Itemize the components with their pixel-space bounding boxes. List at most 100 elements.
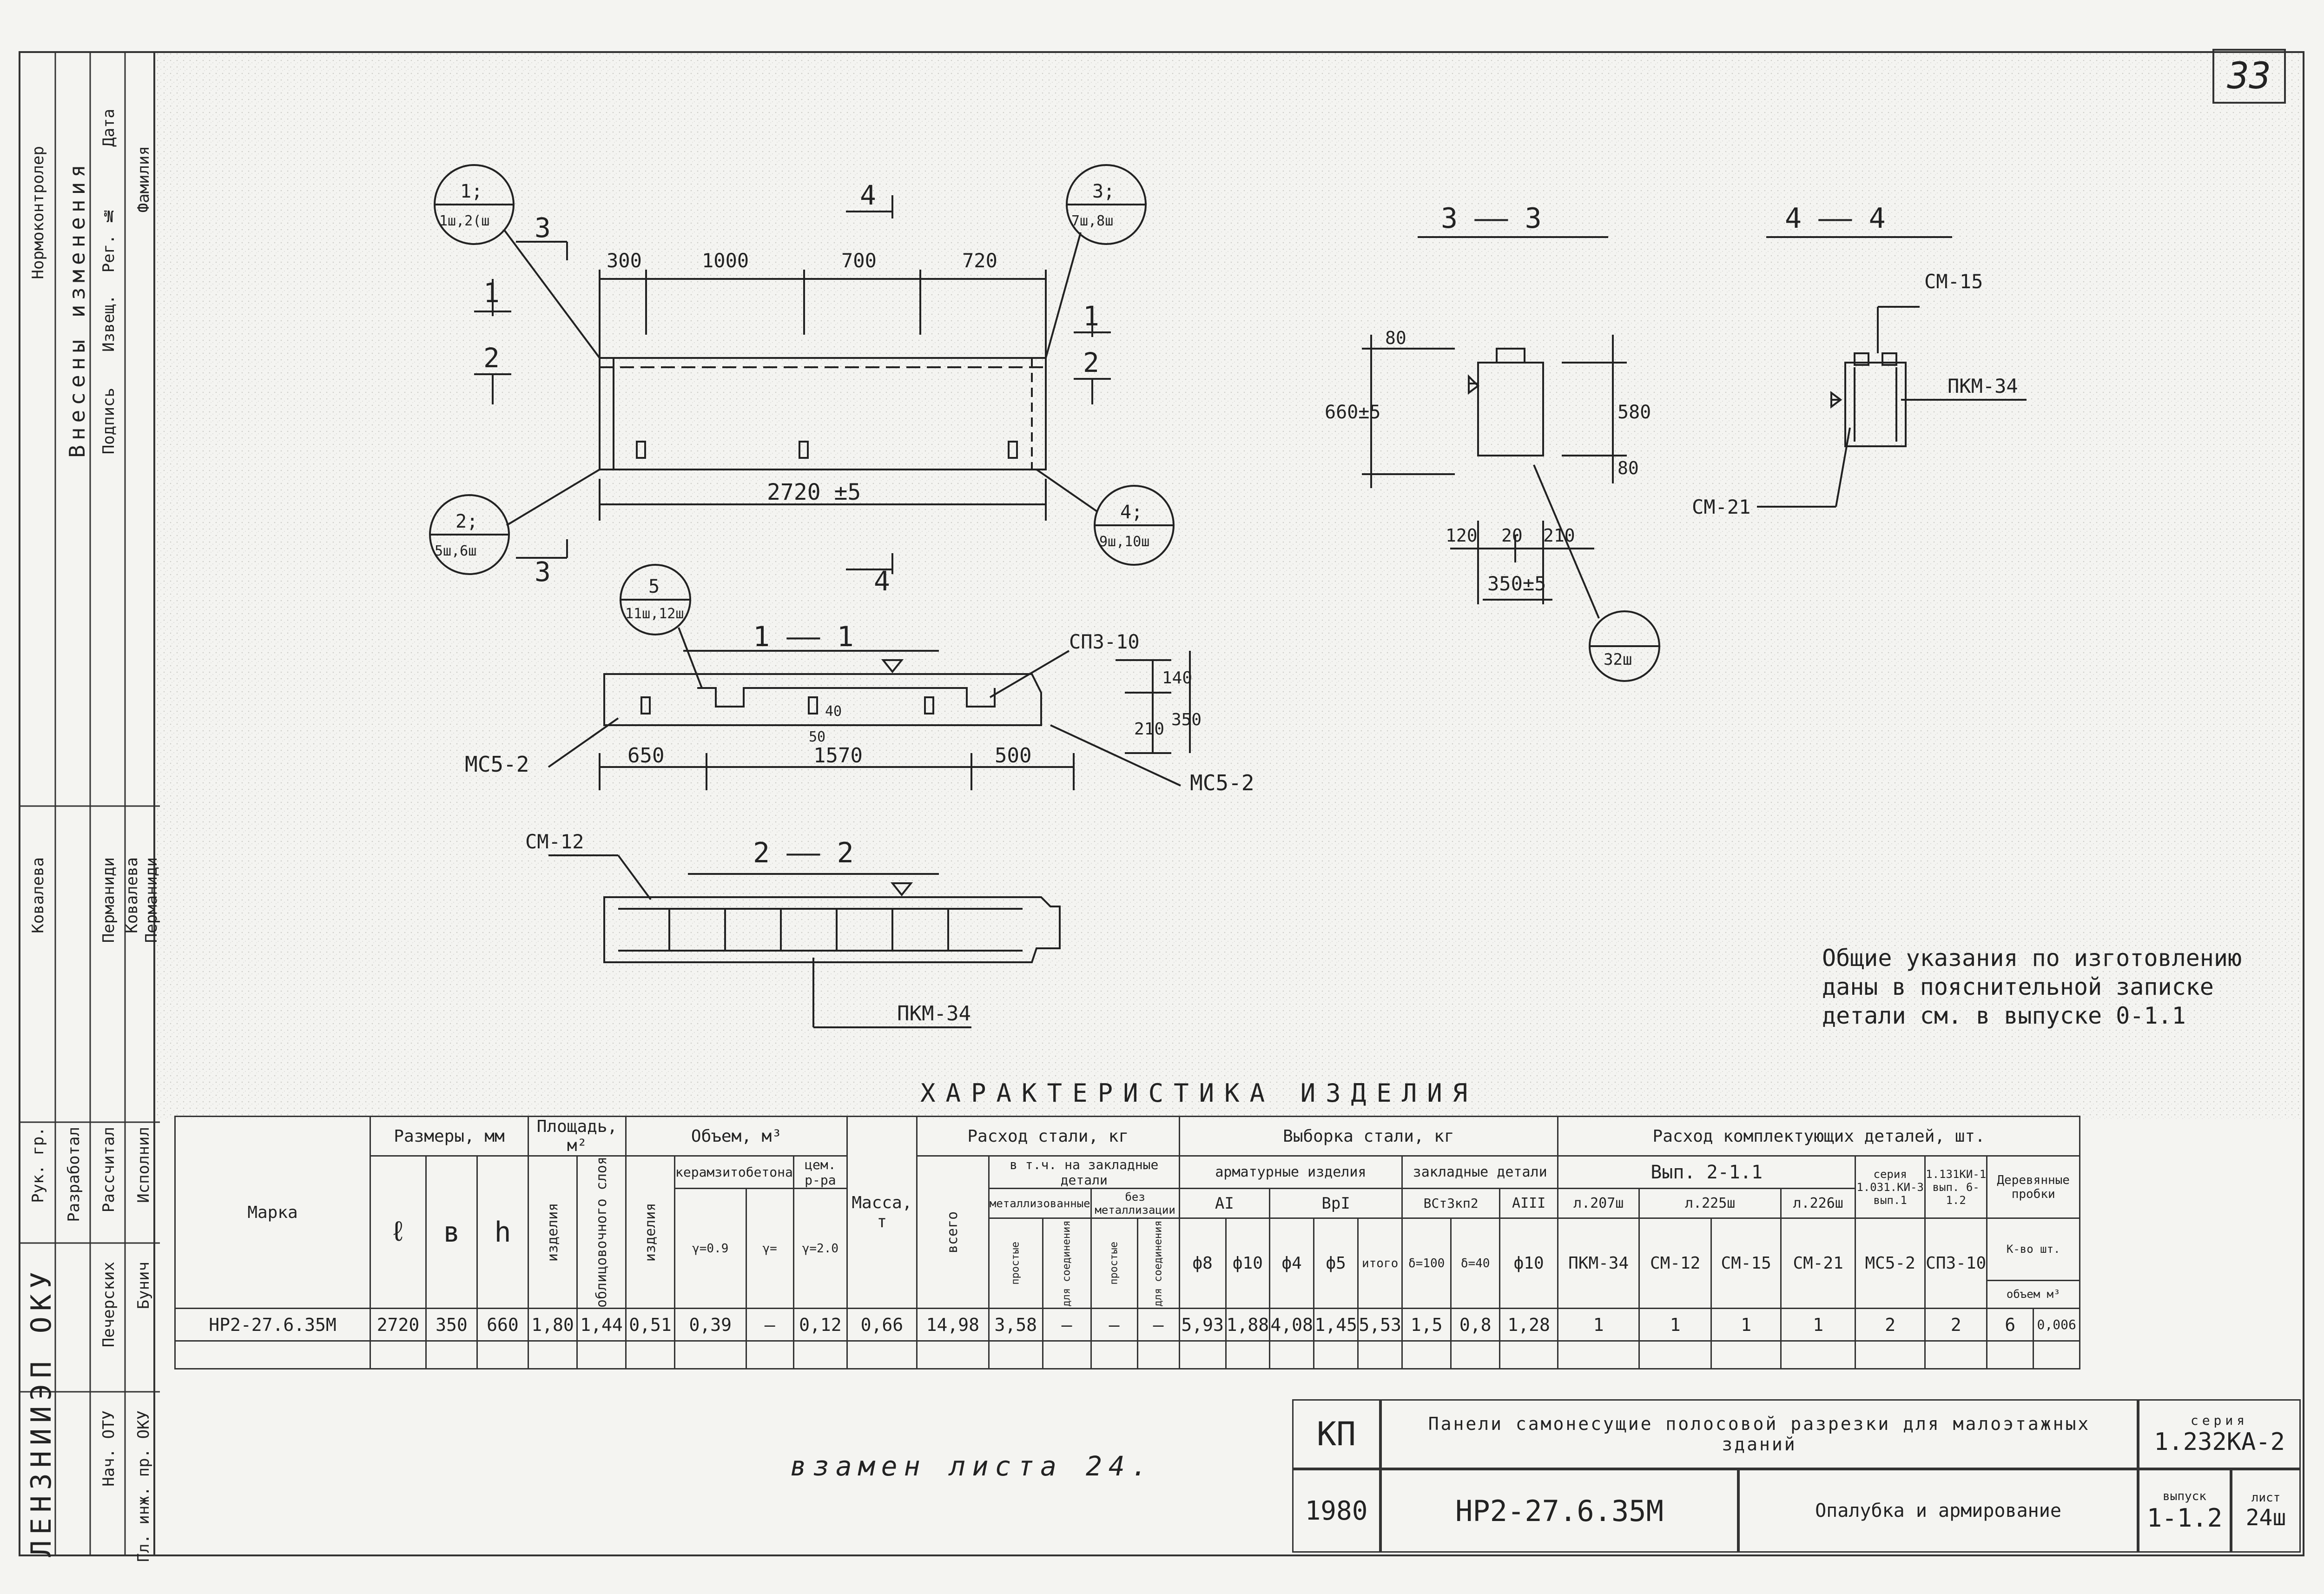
th-vol-b: керамзитобетона <box>674 1155 794 1189</box>
cell-mcs: 2 <box>1855 1308 1926 1342</box>
tb-list-label: лист <box>2251 1491 2281 1505</box>
th-st-d: для соединения <box>1137 1218 1180 1309</box>
th-d4: ф4 <box>1269 1217 1315 1310</box>
th-vol-c: цем. р-ра <box>792 1155 848 1189</box>
cell-derev-b: 0,006 <box>2033 1308 2081 1342</box>
cell-st-c: — <box>1090 1308 1138 1342</box>
cell-vol-c: 0,12 <box>792 1308 848 1342</box>
section44-title: 4 —— 4 <box>1785 202 1886 235</box>
th-vst: ВСт3кп2 <box>1401 1187 1501 1219</box>
cell-vol-b1: 0,39 <box>674 1308 747 1342</box>
org-name: ЛЕНЗНИИЭП ОКУ <box>25 1266 58 1557</box>
th-spz: СПЗ-10 <box>1924 1217 1988 1310</box>
tb-vypusk: 1-1.2 <box>2146 1503 2223 1533</box>
plan-dim-1570: 1570 <box>813 744 863 767</box>
th-vol-a: изделия <box>626 1156 675 1309</box>
s33-d120: 120 <box>1446 525 1478 546</box>
mark-1-right: 1 <box>1083 300 1099 332</box>
dim-700: 700 <box>841 249 877 272</box>
mark-2-right: 2 <box>1083 347 1099 378</box>
role-ispolnil: Исполнил <box>134 1127 153 1203</box>
th-vyp: Вып. 2-1.1 <box>1557 1155 1856 1189</box>
plan-v210: 210 <box>1134 720 1164 739</box>
note-line-2: даны в пояснительной записке <box>1822 973 2214 1000</box>
cell-st-d: — <box>1136 1308 1180 1342</box>
th-d40: δ=40 <box>1450 1217 1501 1310</box>
th-h: h <box>476 1155 529 1310</box>
th-l225: л.225ш <box>1638 1187 1782 1219</box>
th-aiii: АIII <box>1499 1187 1559 1219</box>
cell-l: 2720 <box>370 1308 427 1342</box>
th-area-b: облицовочного слоя <box>577 1156 626 1309</box>
th-zakl: закладные детали <box>1401 1155 1559 1189</box>
plan-v140: 140 <box>1162 668 1192 688</box>
s33-d20: 20 <box>1501 525 1523 546</box>
th-steel-all: всего <box>917 1156 989 1309</box>
left-revision-strip: Нормоконтролер Внесены изменения Дата Ре… <box>19 51 161 1563</box>
drawings-layer: 300 1000 700 720 2720 ±5 1 2 1 2 3 3 4 4… <box>429 164 2027 1028</box>
th-armat: арматурные изделия <box>1178 1155 1403 1189</box>
th-vol-b1: γ=0.9 <box>674 1187 747 1310</box>
th-d8: ф8 <box>1178 1217 1227 1310</box>
tb-list: 24ш <box>2245 1505 2286 1531</box>
th-steel-metal: металлизованные <box>988 1187 1092 1219</box>
cell-d10b: 1,28 <box>1499 1308 1559 1342</box>
tb-seria-box: серия 1.232КА-2 <box>2138 1399 2301 1469</box>
s44-cm21: СМ-21 <box>1692 496 1750 518</box>
section33-title: 3 —— 3 <box>1441 202 1542 235</box>
th-d100: δ=100 <box>1401 1217 1452 1310</box>
callout-5-sub: 11ш,12ш <box>625 606 684 622</box>
th-seria: серия 1.031.КИ-3 вып.1 <box>1855 1155 1926 1219</box>
tb-vypusk-label: выпуск <box>2163 1489 2206 1503</box>
s33-d580: 580 <box>1618 402 1651 423</box>
plan-dim-650: 650 <box>627 744 664 767</box>
mark-4-bottom: 4 <box>874 565 890 597</box>
mark-2-top: 2 <box>483 342 500 374</box>
bottom-name-2: Бунич <box>134 1262 153 1310</box>
callout-1-num: 1; <box>460 181 482 202</box>
bottom-name-1: Печерских <box>99 1262 118 1348</box>
th-mcs: МС5-2 <box>1855 1217 1926 1310</box>
s44-pkm34: ПКМ-34 <box>1948 375 2018 397</box>
callout-3-sub: 7ш,8ш <box>1071 213 1113 229</box>
plan-spz: СПЗ-10 <box>1069 630 1140 653</box>
stamp-note: взамен листа 24. <box>790 1450 1154 1482</box>
role-rasschital: Рассчитал <box>99 1127 118 1213</box>
cell-d40: 0,8 <box>1450 1308 1501 1342</box>
mark-1-top: 1 <box>483 277 500 309</box>
th-steel-nometal: без металлизации <box>1090 1187 1180 1219</box>
cell-d10: 1,88 <box>1225 1308 1271 1342</box>
th-pkm: ПКМ-34 <box>1557 1217 1640 1310</box>
cell-d8: 5,93 <box>1178 1308 1227 1342</box>
note-line-3: детали см. в выпуске 0-1.1 <box>1822 1002 2186 1029</box>
th-derev: Деревянные пробки <box>1986 1155 2081 1219</box>
dim-720: 720 <box>962 249 997 272</box>
cell-h: 660 <box>476 1308 529 1342</box>
elevation-panel <box>599 357 1047 470</box>
plan-mcs-left: МС5-2 <box>465 752 529 777</box>
s33-d80a: 80 <box>1385 328 1406 348</box>
plan-mcs-right: МС5-2 <box>1190 770 1254 795</box>
cell-cm21: 1 <box>1780 1308 1856 1342</box>
drawing-frame <box>153 51 2304 1556</box>
th-d5: ф5 <box>1313 1217 1359 1310</box>
section22-cm12: СМ-12 <box>525 830 584 853</box>
plan-v350: 350 <box>1171 710 1202 729</box>
th-st-b: для соединения <box>1043 1218 1091 1309</box>
mark-3-top: 3 <box>535 212 551 244</box>
cell-marka: НР2-27.6.35М <box>174 1308 371 1342</box>
th-itogo: итого <box>1357 1217 1403 1310</box>
th-st-c: простые <box>1091 1218 1138 1309</box>
th-sample: Выборка стали, кг <box>1178 1116 1559 1157</box>
th-l: ℓ <box>370 1155 427 1310</box>
th-cm15: СМ-15 <box>1710 1217 1782 1310</box>
overall-length: 2720 ±5 <box>767 479 861 505</box>
th-vpi: ВрI <box>1269 1187 1403 1219</box>
s33-d80b: 80 <box>1618 458 1639 478</box>
cell-b: 350 <box>425 1308 478 1342</box>
s33-d210: 210 <box>1543 525 1575 546</box>
th-area-a: изделия <box>528 1156 577 1309</box>
mark-3-bottom: 3 <box>535 556 551 588</box>
cell-d5: 1,45 <box>1313 1308 1359 1342</box>
